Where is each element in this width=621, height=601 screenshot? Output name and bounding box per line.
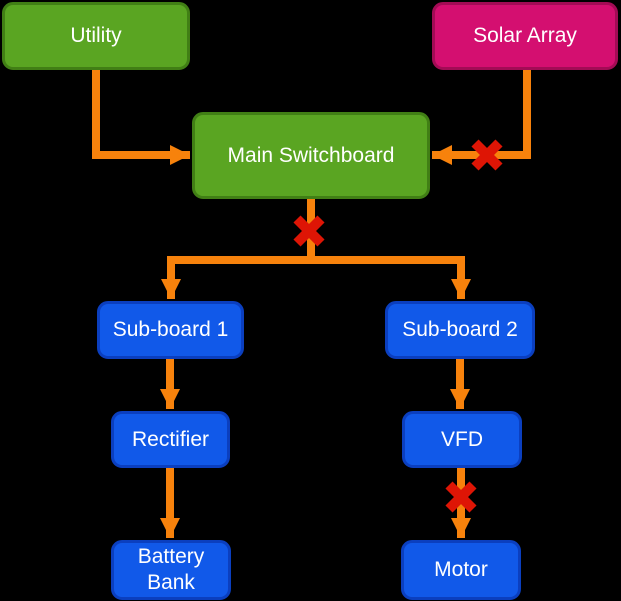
node-solar-array-label: Solar Array (473, 24, 577, 47)
node-solar-array: Solar Array (432, 2, 618, 70)
node-motor-label: Motor (434, 558, 488, 581)
fault-x-main-branch (293, 215, 325, 247)
edge-solar-main (432, 70, 531, 165)
node-motor: Motor (401, 540, 521, 600)
node-main-switchboard-label: Main Switchboard (227, 143, 395, 167)
node-rectifier-label: Rectifier (131, 427, 210, 451)
edge-utility-main (92, 70, 190, 165)
node-utility-label: Utility (70, 24, 122, 47)
node-sub-board-1: Sub-board 1 (97, 301, 244, 359)
node-sub-board-2-label: Sub-board 2 (402, 318, 518, 341)
node-vfd: VFD (402, 411, 522, 468)
fault-x-vfd-motor (445, 481, 477, 513)
fault-x-solar-main (471, 139, 503, 171)
node-sub-board-1-label: Sub-board 1 (112, 318, 229, 341)
node-sub-board-2: Sub-board 2 (385, 301, 535, 359)
node-battery-bank-label: Battery Bank (137, 545, 205, 594)
node-utility: Utility (2, 2, 190, 70)
node-main-switchboard: Main Switchboard (192, 112, 430, 199)
node-battery-bank: Battery Bank (111, 540, 231, 600)
node-vfd-label: VFD (441, 427, 483, 451)
node-rectifier: Rectifier (111, 411, 230, 468)
